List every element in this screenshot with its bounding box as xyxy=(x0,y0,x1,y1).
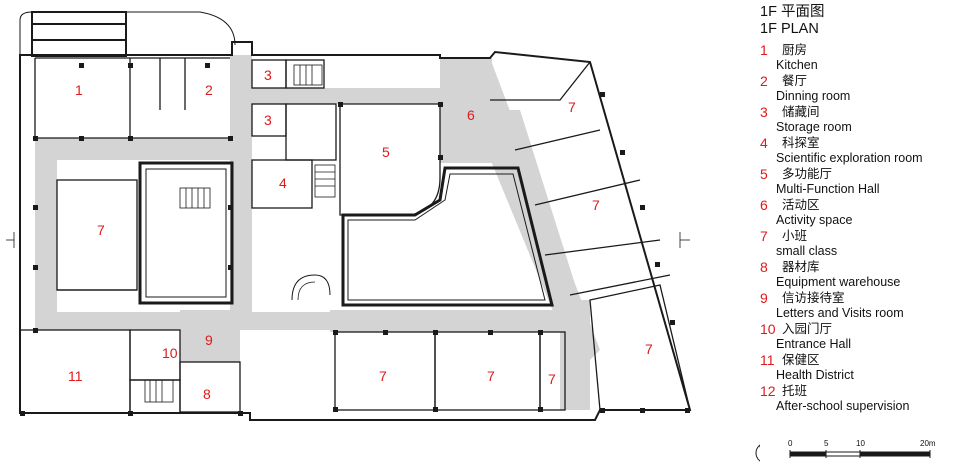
legend-item-en: Activity space xyxy=(776,213,853,227)
room-label: 5 xyxy=(382,144,390,160)
legend-item-cn: 餐厅 xyxy=(782,74,808,88)
legend-item-cn: 小班 xyxy=(782,229,808,243)
walls xyxy=(19,11,692,421)
legend-item: 7 小班 small class xyxy=(760,228,956,259)
legend-item: 8 器材库 Equipment warehouse xyxy=(760,259,956,290)
legend-item-en: Letters and Visits room xyxy=(776,306,904,320)
legend-title-cn: 1F 平面图 xyxy=(760,4,825,20)
legend-item-cn: 信访接待室 xyxy=(782,291,845,305)
legend-item: 6 活动区 Activity space xyxy=(760,197,956,228)
scale-tick-label: 5 xyxy=(824,439,829,448)
north-arrow-icon xyxy=(755,444,760,462)
room-label: 7 xyxy=(97,222,105,238)
legend-item: 10 入园门厅 Entrance Hall xyxy=(760,321,956,352)
legend-item: 9 信访接待室 Letters and Visits room xyxy=(760,290,956,321)
floor-plan: 1 2 3 3 4 5 6 7 7 7 7 7 7 7 8 9 10 11 xyxy=(6,11,760,462)
legend-item-en: Entrance Hall xyxy=(776,337,852,351)
legend-item-num: 1 xyxy=(760,42,768,58)
room-label: 11 xyxy=(68,368,83,384)
legend-item-num: 10 xyxy=(760,321,776,337)
legend-item: 1 厨房 Kitchen xyxy=(760,42,956,73)
room-label: 8 xyxy=(203,386,211,402)
legend-item-en: Equipment warehouse xyxy=(776,275,901,289)
room-label: 3 xyxy=(264,67,272,83)
scale-tick-label: 10 xyxy=(856,439,865,448)
room-label: 10 xyxy=(162,345,178,361)
legend-item-num: 5 xyxy=(760,166,768,182)
legend-item-cn: 活动区 xyxy=(782,198,820,212)
corridor-areas xyxy=(35,55,600,410)
legend-item-en: Scientific exploration room xyxy=(776,151,923,165)
legend-item-num: 4 xyxy=(760,135,768,151)
room-label: 9 xyxy=(205,332,213,348)
room-label: 7 xyxy=(645,341,653,357)
legend-item: 2 餐厅 Dinning room xyxy=(760,73,956,104)
room-number-labels: 1 2 3 3 4 5 6 7 7 7 7 7 7 7 8 9 10 11 xyxy=(68,67,653,402)
room-label: 6 xyxy=(467,107,475,123)
legend-item-num: 7 xyxy=(760,228,768,244)
legend-item-cn: 托班 xyxy=(782,384,808,398)
room-label: 7 xyxy=(487,368,495,384)
room-label: 7 xyxy=(379,368,387,384)
legend-item-en: After-school supervision xyxy=(776,399,910,413)
legend-item: 3 储藏间 Storage room xyxy=(760,104,956,135)
legend-item: 5 多功能厅 Multi-Function Hall xyxy=(760,166,956,197)
legend-item-num: 8 xyxy=(760,259,768,275)
legend-item-cn: 保健区 xyxy=(782,353,820,367)
legend-item: 4 科探室 Scientific exploration room xyxy=(760,135,956,166)
legend-item-num: 11 xyxy=(760,352,775,368)
legend-item-cn: 器材库 xyxy=(782,260,820,274)
legend-item-cn: 储藏间 xyxy=(782,105,820,119)
legend-item: 11 保健区 Health District xyxy=(760,352,956,383)
legend-item-num: 6 xyxy=(760,197,768,213)
scale-bar: 0 5 10 20m xyxy=(788,439,936,458)
room-partitions xyxy=(19,57,691,414)
legend-item-cn: 入园门厅 xyxy=(782,322,833,336)
scale-tick-label: 20m xyxy=(920,439,936,448)
room-label: 1 xyxy=(75,82,83,98)
legend: 1F 平面图 1F PLAN 1 厨房 Kitchen 2 餐厅 Dinning… xyxy=(760,4,956,413)
room-label: 4 xyxy=(279,175,287,191)
stairs xyxy=(144,64,336,403)
legend-item-num: 12 xyxy=(760,383,776,399)
room-label: 7 xyxy=(568,99,576,115)
legend-item-en: Multi-Function Hall xyxy=(776,182,880,196)
legend-item-en: Storage room xyxy=(776,120,852,134)
legend-item-en: Kitchen xyxy=(776,58,818,72)
legend-item-cn: 多功能厅 xyxy=(782,167,833,181)
legend-item-en: Dinning room xyxy=(776,89,851,103)
legend-item-num: 9 xyxy=(760,290,768,306)
room-label: 7 xyxy=(592,197,600,213)
legend-item-cn: 厨房 xyxy=(782,43,808,57)
legend-item-en: small class xyxy=(776,244,838,258)
room-label: 3 xyxy=(264,112,272,128)
scale-tick-label: 0 xyxy=(788,439,793,448)
legend-item-cn: 科探室 xyxy=(782,136,820,150)
legend-item-num: 3 xyxy=(760,104,768,120)
room-label: 2 xyxy=(205,82,213,98)
legend-item: 12 托班 After-school supervision xyxy=(760,383,956,414)
legend-item-en: Health District xyxy=(776,368,854,382)
legend-item-num: 2 xyxy=(760,73,768,89)
section-mark-icon xyxy=(6,232,690,248)
columns xyxy=(20,63,690,416)
legend-title-en: 1F PLAN xyxy=(760,21,819,37)
room-label: 7 xyxy=(548,371,556,387)
